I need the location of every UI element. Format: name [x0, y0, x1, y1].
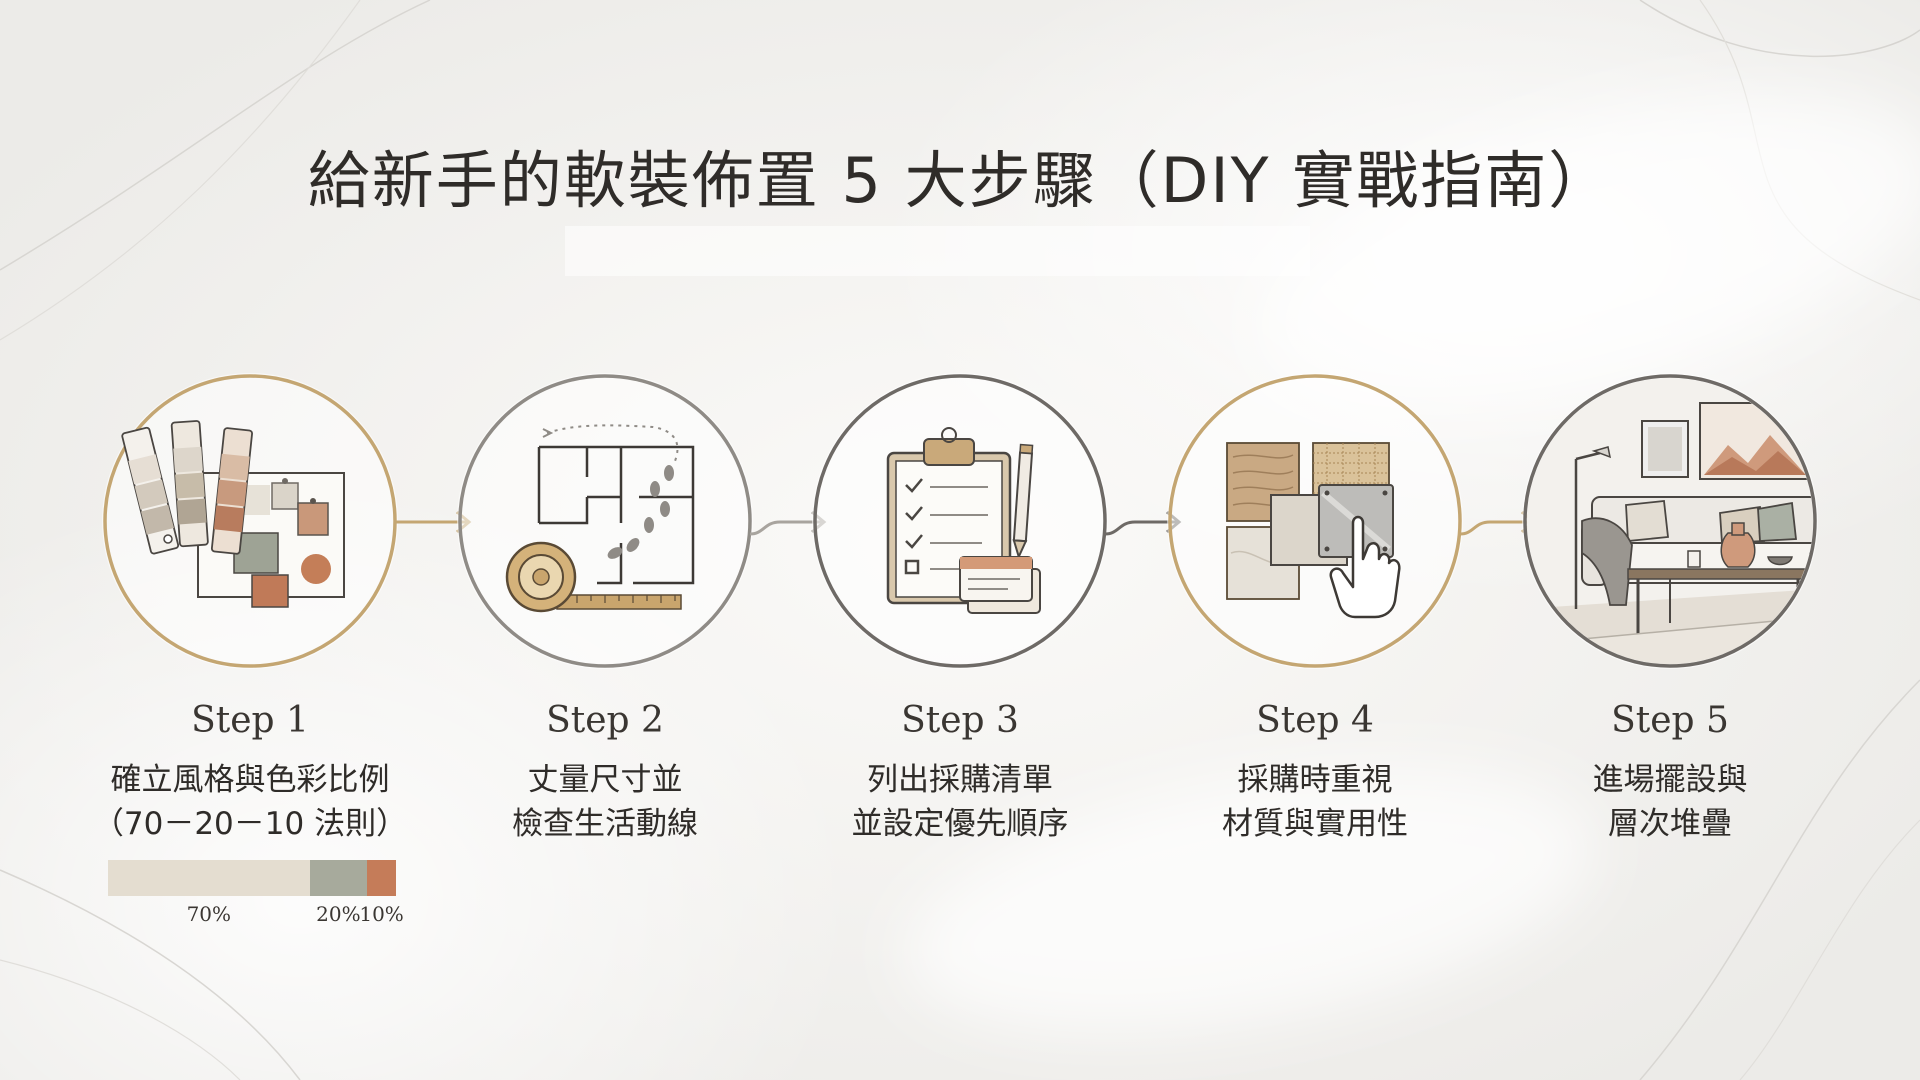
page-title: 給新手的軟裝佈置 5 大步驟（DIY 實戰指南）	[307, 144, 1613, 217]
ratio-segment-2	[309, 860, 368, 896]
step-1-desc-line1: 確立風格與色彩比例	[110, 762, 390, 798]
step-3-description: 列出採購清單 並設定優先順序	[790, 758, 1130, 846]
step-1-desc-line2: （70－20－10 法則）	[92, 806, 408, 842]
step-4-desc-line2: 材質與實用性	[1222, 806, 1408, 842]
ratio-label-3: 10%	[359, 902, 404, 926]
step-3-desc-line1: 列出採購清單	[867, 762, 1053, 798]
step-1-label: Step 1	[191, 700, 309, 741]
step-1-circle	[102, 373, 398, 669]
ratio-label-2: 20%	[316, 902, 361, 926]
step-4-description: 採購時重視 材質與實用性	[1145, 758, 1485, 846]
ratio-segment-1	[108, 860, 310, 896]
color-ratio-bar	[108, 860, 396, 896]
step-2-circle	[457, 373, 753, 669]
step-2-desc-line1: 丈量尺寸並	[527, 762, 683, 798]
step-5-label: Step 5	[1611, 700, 1729, 741]
material-swatches-icon	[1168, 374, 1462, 668]
step-5-description: 進場擺設與 層次堆疊	[1500, 758, 1840, 846]
step-4-label: Step 4	[1256, 700, 1374, 741]
step-5-desc-line1: 進場擺設與	[1592, 762, 1748, 798]
ratio-label-1: 70%	[186, 902, 232, 926]
step-3-desc-line2: 並設定優先順序	[851, 806, 1069, 842]
step-2-desc-line2: 檢查生活動線	[512, 806, 698, 842]
clipboard-checklist-icon	[813, 374, 1107, 668]
step-2-label: Step 2	[546, 700, 664, 741]
step-3-circle	[812, 373, 1108, 669]
floor-plan-tape-icon	[458, 374, 752, 668]
step-1-description: 確立風格與色彩比例 （70－20－10 法則）	[80, 758, 420, 846]
step-3-label: Step 3	[901, 700, 1019, 741]
step-2-description: 丈量尺寸並 檢查生活動線	[435, 758, 775, 846]
ratio-segment-3	[367, 860, 396, 896]
step-5-circle	[1522, 373, 1818, 669]
step-5-desc-line2: 層次堆疊	[1608, 806, 1732, 842]
step-4-desc-line1: 採購時重視	[1237, 762, 1393, 798]
living-room-icon	[1523, 374, 1817, 668]
title-highlight-band	[565, 226, 1310, 276]
color-palette-icon	[103, 374, 397, 668]
step-4-circle	[1167, 373, 1463, 669]
